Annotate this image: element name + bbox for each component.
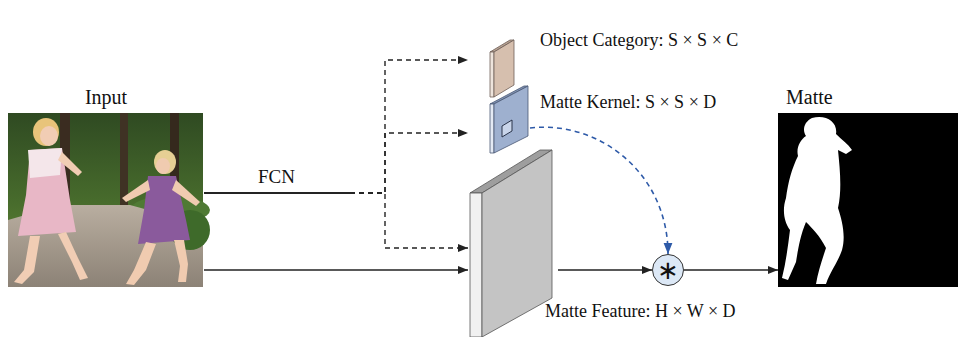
connector-line (350, 133, 468, 193)
output-matte (778, 113, 958, 287)
connector-arrow (204, 60, 468, 193)
category-map: Object Category: S × S × C (468, 36, 516, 100)
input-photo (8, 113, 210, 287)
feature-plate (470, 150, 552, 337)
kernel-plate (490, 86, 528, 153)
convolution-operator: ∗ (652, 254, 684, 286)
node-label: Object Category: S × S × C (540, 30, 738, 51)
node-label: Input (8, 86, 204, 109)
connector-arrow (204, 133, 468, 193)
connector-line (530, 127, 668, 254)
connector-line (558, 269, 652, 270)
input-image: Input (8, 86, 204, 288)
connector-arrow (204, 270, 468, 271)
node-label: Matte (786, 86, 833, 109)
connector-arrow (684, 270, 778, 271)
connector-arrow (204, 193, 468, 248)
connector-arrow (558, 270, 652, 271)
kernel-map: Matte Kernel: S × S × D (468, 84, 530, 156)
operator-symbol: ∗ (653, 255, 683, 285)
connector-line (204, 192, 350, 193)
connector-line (204, 192, 350, 193)
connector-line (350, 60, 468, 193)
output-matte: Matte (778, 86, 958, 288)
connector-line (350, 193, 468, 248)
connector-line (684, 269, 778, 270)
connector-line (204, 269, 468, 270)
node-label: Matte Feature: H × W × D (545, 301, 736, 322)
connector-arrow (530, 127, 668, 254)
network-label: FCN (258, 166, 295, 188)
connector-line (204, 192, 350, 193)
category-plate (490, 40, 514, 97)
node-label: Matte Kernel: S × S × D (540, 92, 716, 113)
feature-map: Matte Feature: H × W × D (468, 150, 558, 337)
